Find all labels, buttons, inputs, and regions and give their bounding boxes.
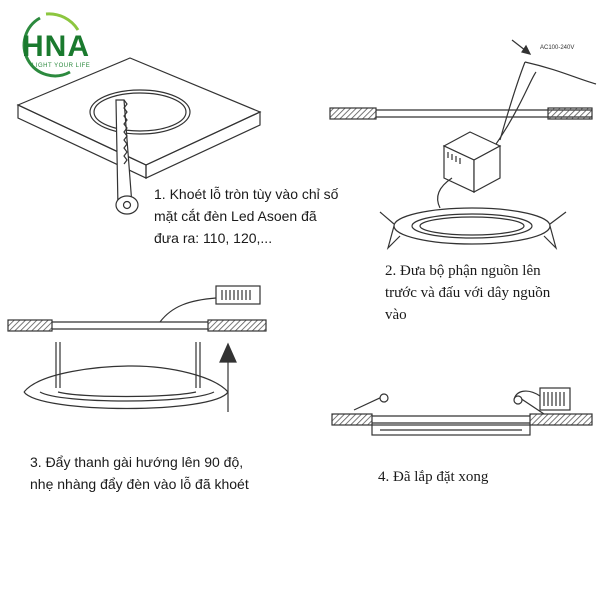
step-3-line: nhẹ nhàng đẩy đèn vào lỗ đã khoét (30, 476, 249, 492)
step-3-caption: 3. Đẩy thanh gài hướng lên 90 độ, nhẹ nh… (30, 451, 290, 495)
step-1-line: 1. Khoét lỗ tròn tùy vào chỉ số (154, 186, 339, 202)
step2-illustration (329, 39, 597, 251)
step-2-line: 2. Đưa bộ phận nguồn lên (385, 263, 541, 279)
step-1-line: mặt cắt đèn Led Asoen đã (154, 208, 317, 224)
step3-illustration (7, 285, 267, 412)
step-4-caption: 4. Đã lắp đặt xong (378, 466, 488, 488)
step-2-line: trước và đấu với dây nguồn (385, 285, 551, 301)
step-2-line: vào (385, 307, 407, 323)
brand-logo-text: HNA (22, 30, 90, 63)
step-2-caption: 2. Đưa bộ phận nguồn lên trước và đấu vớ… (385, 260, 595, 326)
voltage-label: AC100-240V (540, 45, 575, 51)
step-4-line: 4. Đã lắp đặt xong (378, 469, 489, 485)
step1-illustration (16, 57, 262, 215)
logo-mark (22, 12, 80, 78)
step-3-line: 3. Đẩy thanh gài hướng lên 90 độ, (30, 454, 244, 470)
step4-illustration (331, 387, 593, 436)
brand-tagline: LIGHT YOUR LIFE (32, 63, 91, 69)
step-1-caption: 1. Khoét lỗ tròn tùy vào chỉ số mặt cắt … (154, 183, 364, 249)
step-1-line: đưa ra: 110, 120,... (154, 230, 273, 246)
